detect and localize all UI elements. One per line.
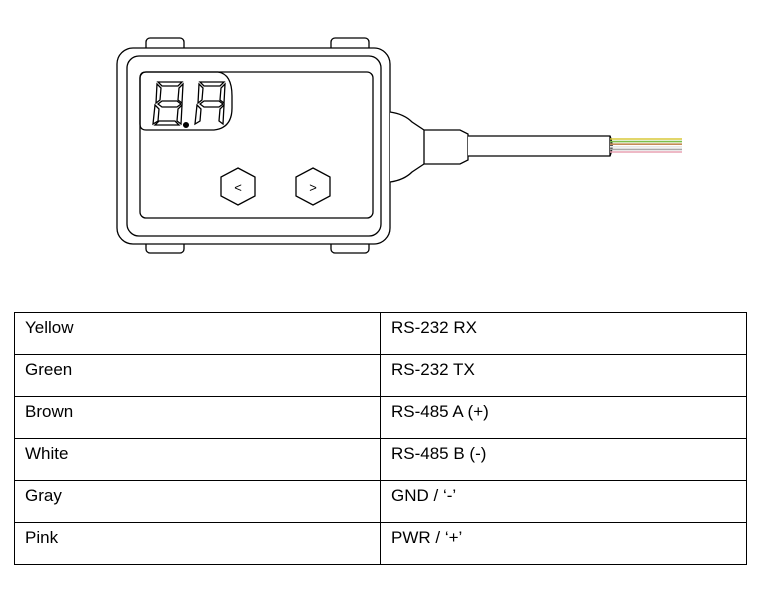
table-row: Green RS-232 TX	[14, 354, 747, 397]
seven-segment-digit-2	[194, 81, 226, 126]
display-window	[139, 71, 233, 131]
device-housing-outer	[116, 47, 391, 245]
right-arrow-icon: >	[309, 180, 317, 195]
wire-color-cell: Pink	[14, 522, 381, 565]
cable-strain-relief	[389, 111, 469, 183]
right-arrow-button[interactable]: >	[295, 167, 331, 206]
wire-color-cell: White	[14, 438, 381, 481]
left-arrow-icon: <	[234, 180, 242, 195]
table-row: Gray GND / ‘-’	[14, 480, 747, 523]
table-row: Pink PWR / ‘+’	[14, 522, 747, 565]
signal-cell: PWR / ‘+’	[380, 522, 747, 565]
wire-color-cell: Yellow	[14, 312, 381, 355]
wire-color-cell: Green	[14, 354, 381, 397]
table-row: Yellow RS-232 RX	[14, 312, 747, 355]
cable-jacket	[468, 135, 613, 157]
signal-cell: RS-232 TX	[380, 354, 747, 397]
seven-segment-digit-1	[152, 81, 190, 129]
table-row: Brown RS-485 A (+)	[14, 396, 747, 439]
exposed-wires	[610, 138, 682, 153]
device-drawing: 8. A < >	[116, 37, 682, 254]
wire-color-cell: Brown	[14, 396, 381, 439]
front-panel	[139, 71, 374, 219]
signal-cell: RS-232 RX	[380, 312, 747, 355]
signal-cell: GND / ‘-’	[380, 480, 747, 523]
signal-cell: RS-485 A (+)	[380, 396, 747, 439]
wiring-table: Yellow RS-232 RX Green RS-232 TX Brown R…	[14, 312, 747, 565]
device-housing-inner	[126, 55, 382, 237]
wire-color-cell: Gray	[14, 480, 381, 523]
table-row: White RS-485 B (-)	[14, 438, 747, 481]
signal-cell: RS-485 B (-)	[380, 438, 747, 481]
left-arrow-button[interactable]: <	[220, 167, 256, 206]
